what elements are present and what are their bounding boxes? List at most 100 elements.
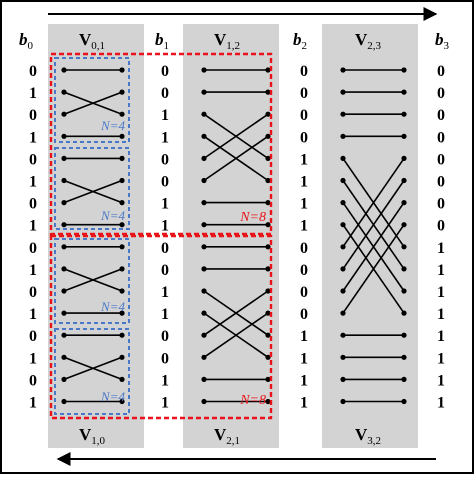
node-stage1-row-2-in: [61, 111, 67, 117]
node-stage3-row-4-in: [340, 155, 346, 161]
bit-b3-row-6: 0: [437, 196, 445, 213]
node-stage3-row-7-in: [340, 222, 346, 228]
bit-b0-row-8: 0: [29, 240, 37, 257]
node-stage2-row-2-out: [265, 155, 271, 161]
bit-b2-row-0: 0: [300, 63, 308, 80]
node-stage1-row-5-in: [61, 177, 67, 184]
node-stage1-row-14-out: [119, 354, 125, 360]
node-stage2-row-12-out: [265, 288, 271, 294]
node-stage1-row-9-in: [61, 266, 67, 272]
node-stage2-row-8-out: [265, 244, 271, 250]
bit-b2-row-12: 1: [300, 328, 308, 345]
bit-b2-row-1: 0: [300, 85, 308, 102]
bit-b1-row-8: 0: [161, 240, 169, 257]
node-stage1-row-11-out: [119, 310, 125, 316]
node-stage2-row-7-out: [265, 222, 271, 228]
node-stage2-row-0-out: [265, 67, 271, 73]
node-stage2-row-10-in: [201, 288, 207, 294]
node-stage2-row-5-out: [265, 133, 271, 139]
node-stage1-row-3-in: [61, 133, 67, 139]
node-stage2-row-15-out: [265, 398, 271, 405]
node-stage3-row-12-in: [340, 332, 346, 338]
node-stage3-row-11-in: [340, 310, 346, 316]
node-stage3-row-13-in: [340, 354, 346, 360]
bit-b1-row-7: 1: [161, 218, 169, 235]
wire-stage3-row-9: [342, 180, 405, 270]
node-stage1-row-15-in: [61, 398, 67, 405]
node-stage3-row-1-in: [340, 89, 346, 95]
node-stage3-row-5-in: [340, 177, 346, 184]
bit-b3-row-0: 0: [437, 63, 445, 80]
n8-label-top: N=8: [239, 210, 266, 225]
bit-b1-row-0: 0: [161, 63, 169, 80]
node-stage3-row-1-out: [401, 89, 407, 95]
node-stage3-row-0-out: [401, 67, 407, 73]
bit-b1-row-11: 1: [161, 306, 169, 323]
node-stage3-row-3-out: [401, 133, 407, 139]
n4-label-3: N=4: [100, 299, 125, 314]
node-stage1-row-12-in: [61, 332, 67, 338]
node-stage1-row-2-out: [119, 89, 125, 95]
bit-b3-row-10: 1: [437, 284, 445, 301]
node-stage3-row-2-in: [340, 111, 346, 117]
node-stage1-row-15-out: [119, 398, 125, 405]
n8-group-boxes: [49, 52, 273, 420]
node-stage3-row-15-out: [401, 398, 407, 405]
node-stage3-row-0-in: [340, 67, 346, 73]
bit-b0-row-12: 0: [29, 328, 37, 345]
bit-b0-row-4: 0: [29, 151, 37, 168]
stage1-wires: [61, 67, 125, 405]
bit-b1-row-3: 1: [161, 129, 169, 146]
bit-b0-row-13: 1: [29, 350, 37, 367]
node-stage1-row-0-out: [119, 67, 125, 73]
node-stage1-row-9-out: [119, 288, 125, 294]
node-stage3-row-8-in: [340, 244, 346, 250]
node-stage3-row-2-out: [401, 111, 407, 117]
node-stage2-row-11-out: [265, 354, 271, 360]
bit-b3-row-8: 1: [437, 240, 445, 257]
stage3-wires: [340, 67, 407, 405]
bit-b2-row-11: 0: [300, 306, 308, 323]
bit-b2-row-4: 1: [300, 151, 308, 168]
bit-header-b2: b2: [293, 30, 307, 52]
bit-header-b3: b3: [435, 30, 450, 52]
stage-label-v01: V0,1: [79, 30, 105, 52]
n4-box-3: [54, 238, 130, 324]
node-stage2-row-2-in: [201, 111, 207, 117]
node-stage1-row-7-in: [61, 222, 67, 228]
bit-b2-row-13: 1: [300, 350, 308, 367]
node-stage2-row-8-in: [201, 244, 207, 250]
node-stage2-row-12-in: [201, 332, 207, 338]
stage-label-v23: V2,3: [355, 30, 382, 52]
stage-label-v32: V3,2: [355, 425, 381, 447]
node-stage1-row-8-in: [61, 244, 67, 250]
node-stage1-row-3-out: [119, 133, 125, 139]
bit-b2-row-8: 0: [300, 240, 308, 257]
bit-b0-row-14: 0: [29, 372, 37, 389]
node-stage2-row-7-in: [201, 222, 207, 228]
node-stage1-row-6-out: [119, 177, 125, 184]
bit-b0-row-2: 0: [29, 107, 37, 124]
node-stage2-row-0-in: [201, 67, 207, 73]
bit-b1-row-1: 0: [161, 85, 169, 102]
n8-box-bottom: [49, 234, 273, 420]
stage-label-v21: V2,1: [214, 425, 240, 447]
node-stage3-row-15-in: [340, 398, 346, 405]
wire-stage2-row-13: [203, 312, 269, 358]
node-stage3-row-14-in: [340, 376, 346, 382]
wire-stage1-row-2: [63, 91, 123, 115]
bit-b2-row-5: 1: [300, 174, 308, 191]
bit-b0-row-5: 1: [29, 174, 37, 191]
bit-b1-row-15: 1: [161, 395, 169, 412]
n4-label-4: N=4: [100, 389, 125, 404]
node-stage2-row-13-out: [265, 310, 271, 316]
node-stage1-row-6-in: [61, 200, 67, 206]
node-stage2-row-15-in: [201, 398, 207, 405]
node-stage2-row-9-in: [201, 266, 207, 272]
node-stage1-row-12-out: [119, 332, 125, 338]
bit-b2-row-15: 1: [300, 395, 308, 412]
